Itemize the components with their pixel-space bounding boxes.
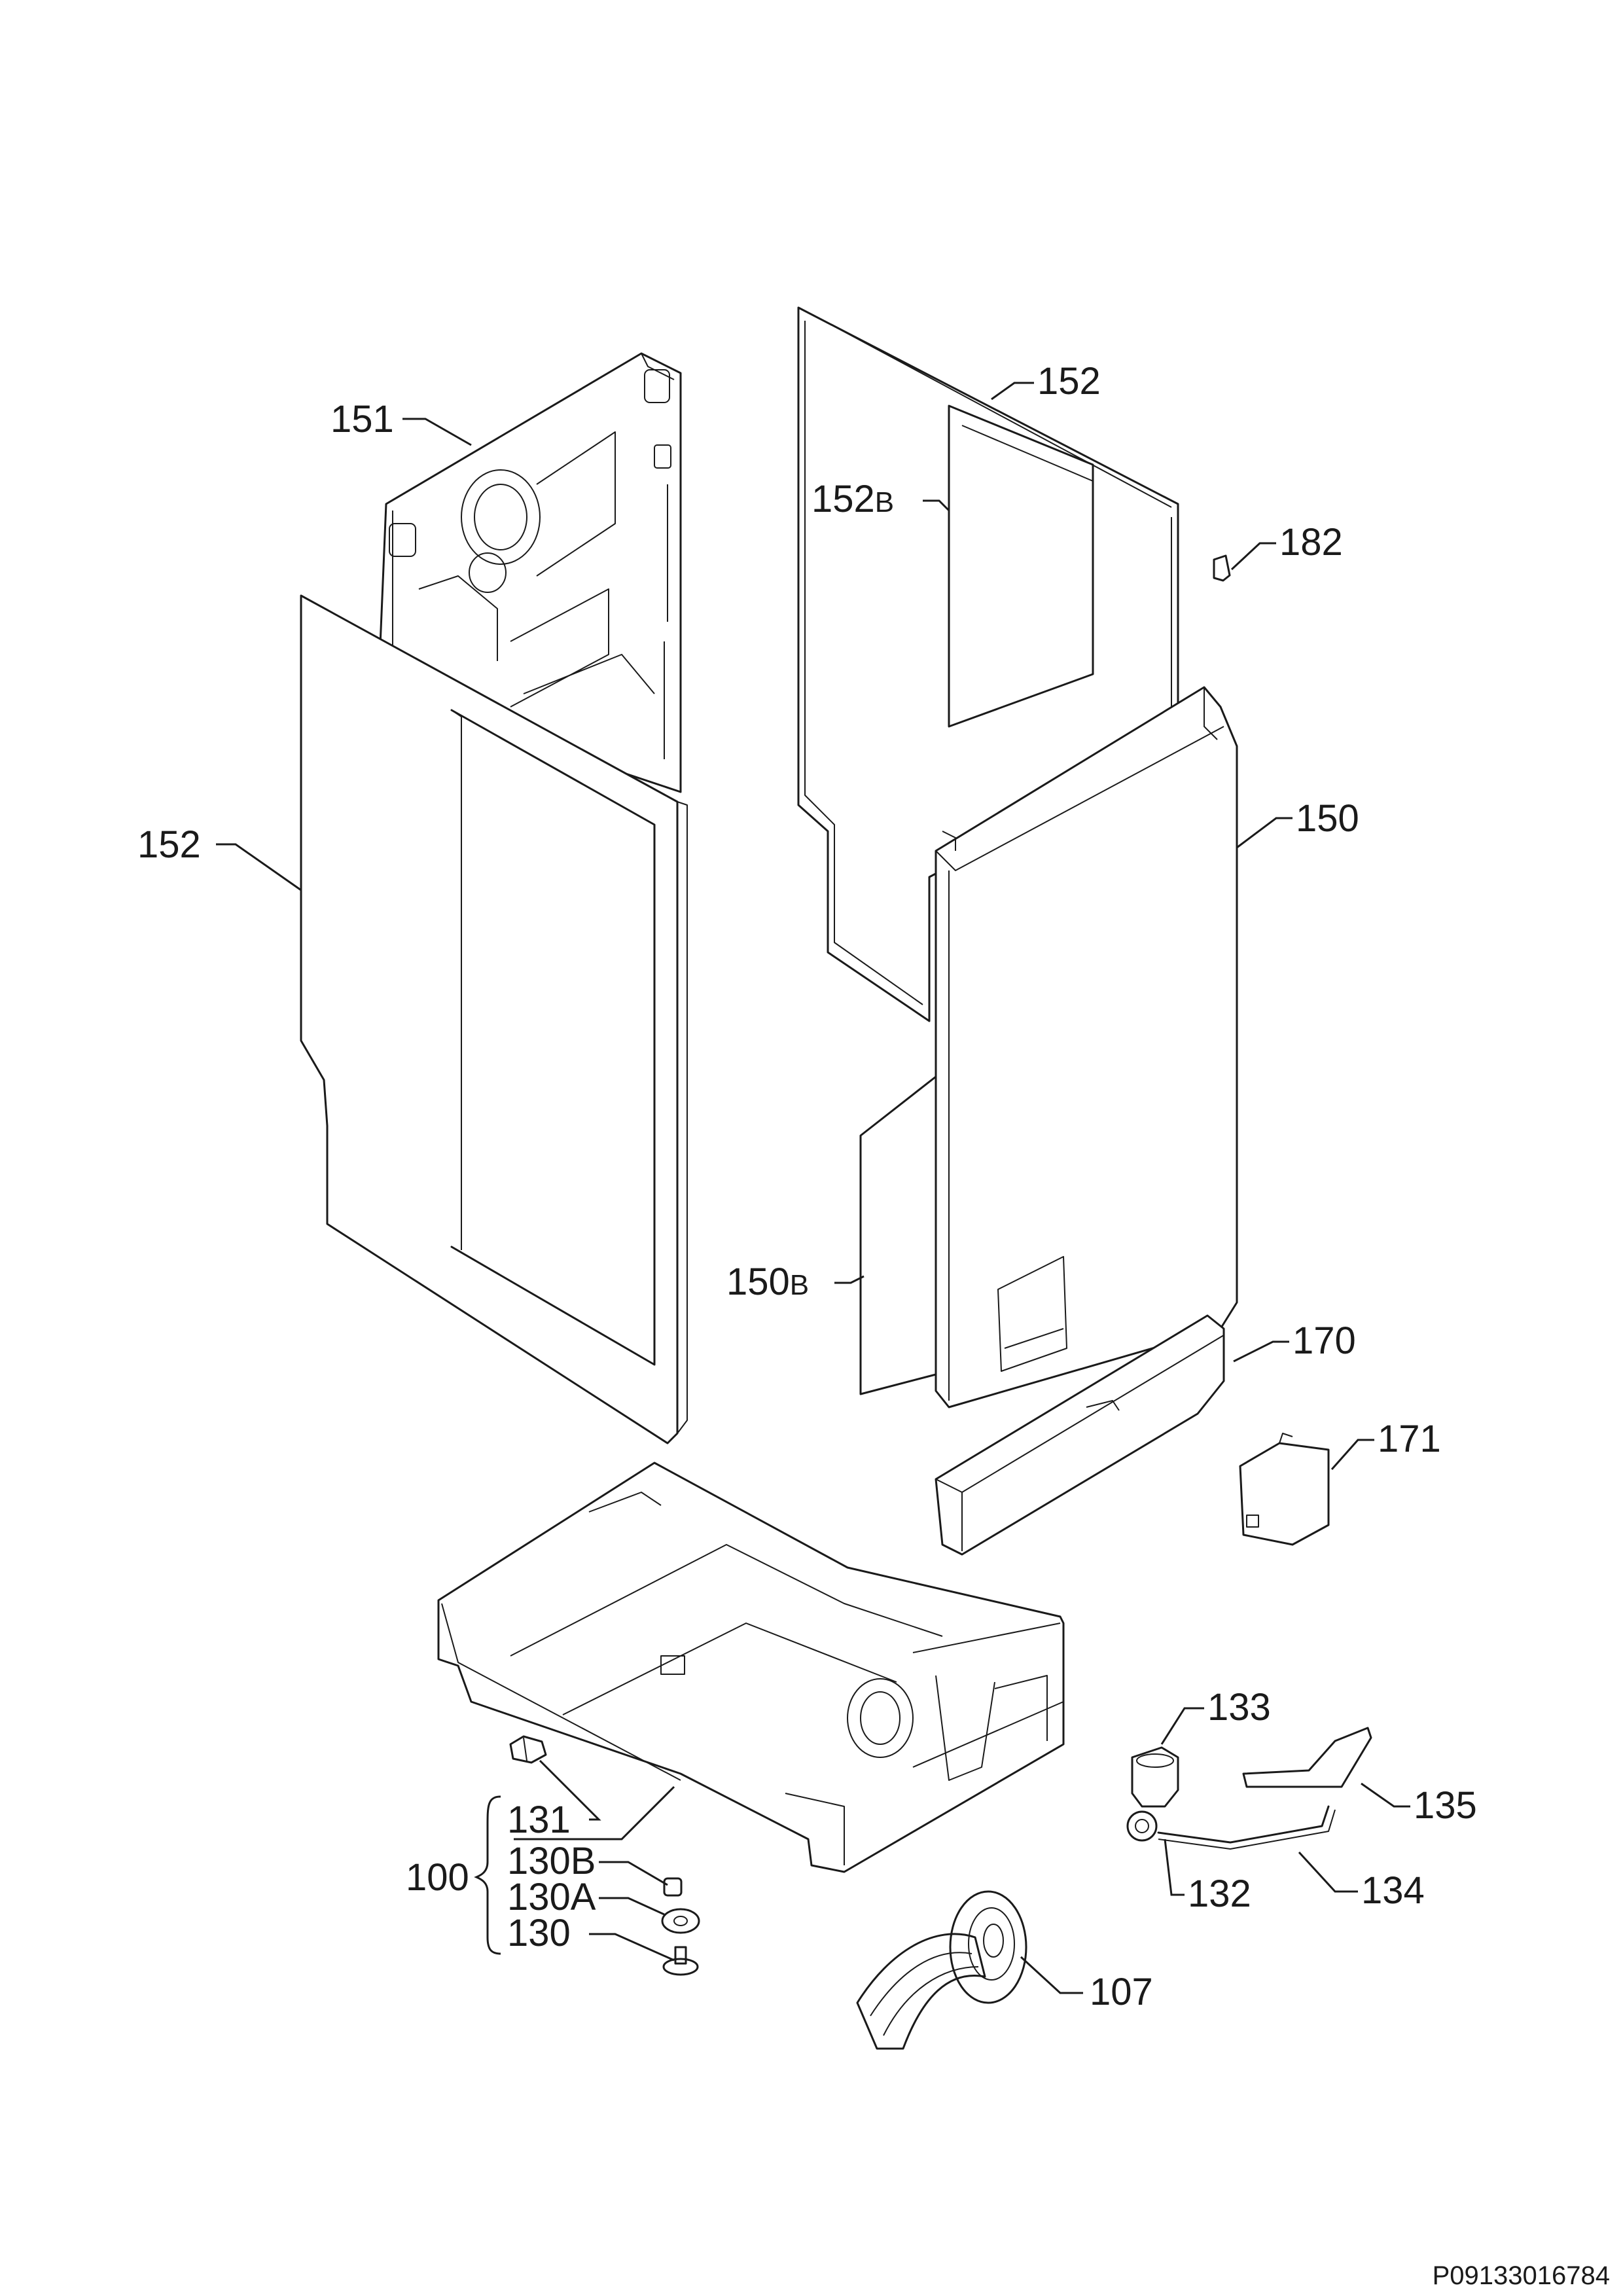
part-152b-panel-insert[interactable]	[948, 404, 1094, 728]
part-130-adjustable-foot[interactable]	[662, 1946, 699, 1976]
part-132-seal[interactable]	[1126, 1810, 1158, 1842]
label-182: 182	[1279, 521, 1343, 564]
part-152-left-side-panel[interactable]	[300, 594, 688, 1444]
part-135-lever[interactable]	[1242, 1727, 1372, 1788]
label-135: 135	[1414, 1784, 1477, 1827]
label-170: 170	[1293, 1319, 1356, 1362]
part-labels: 151 152 152 152B 182 150 150B 170 171 13…	[137, 360, 1477, 2013]
part-171-service-cover[interactable]	[1239, 1433, 1330, 1546]
part-170-plinth[interactable]	[935, 1314, 1225, 1556]
label-152b: 152B	[812, 478, 894, 520]
part-133-pump-head[interactable]	[1131, 1746, 1179, 1808]
label-130a: 130A	[507, 1876, 596, 1918]
label-150b: 150B	[726, 1261, 809, 1303]
part-131-fitting[interactable]	[509, 1735, 547, 1764]
part-130a-nut[interactable]	[661, 1908, 700, 1934]
label-133: 133	[1207, 1686, 1271, 1729]
label-131: 131	[507, 1799, 571, 1841]
label-107: 107	[1090, 1971, 1153, 2013]
leader-lines	[216, 382, 1410, 1994]
part-107-hose-filter[interactable]	[856, 1890, 1027, 2050]
label-171: 171	[1378, 1418, 1441, 1460]
part-130b-cap[interactable]	[663, 1877, 683, 1897]
label-134: 134	[1361, 1869, 1425, 1912]
label-130: 130	[507, 1912, 571, 1954]
part-152-rear-panel[interactable]	[797, 306, 1179, 1022]
label-130b: 130B	[507, 1840, 596, 1882]
part-182-clip[interactable]	[1213, 554, 1231, 582]
label-150: 150	[1296, 797, 1359, 840]
label-132: 132	[1188, 1873, 1251, 1915]
diagram-code: P09133016784	[1433, 2261, 1610, 2290]
label-152-left: 152	[137, 823, 201, 866]
label-151: 151	[330, 398, 394, 440]
label-100: 100	[406, 1856, 469, 1899]
part-150-right-side-panel[interactable]	[935, 686, 1238, 1408]
part-100-base-assembly[interactable]	[437, 1462, 1065, 1873]
part-134-rod[interactable]	[1157, 1805, 1336, 1850]
label-152-top: 152	[1037, 360, 1101, 403]
part-150b-insulation-sheet[interactable]	[859, 1075, 937, 1395]
